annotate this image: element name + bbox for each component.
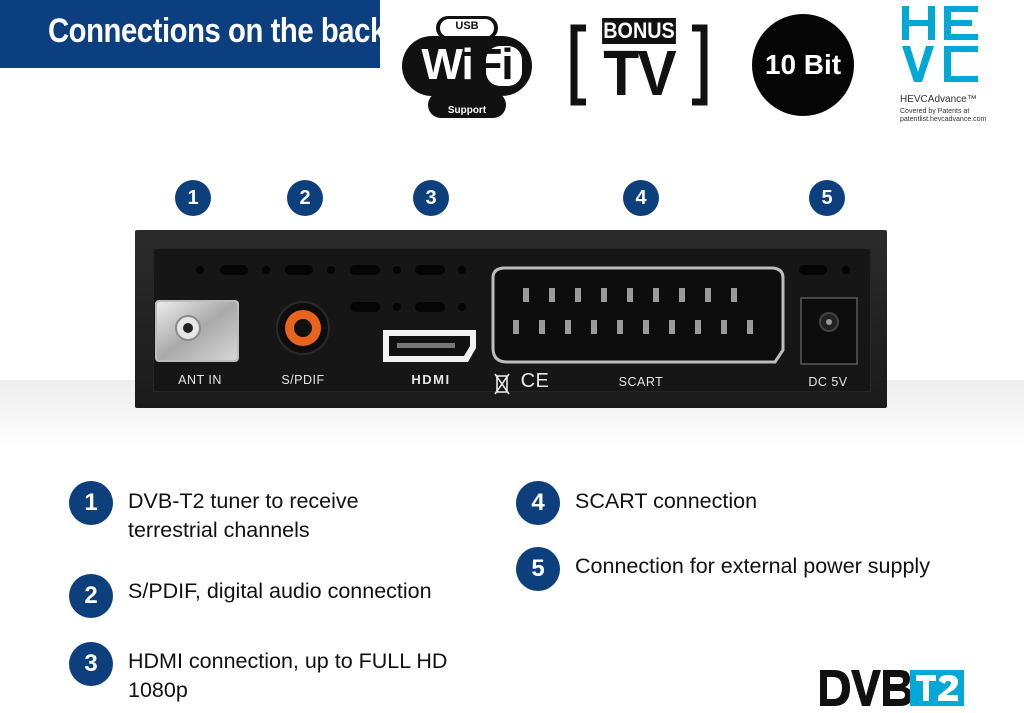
legend-badge: 4 bbox=[516, 481, 560, 525]
receiver-back-panel: ANT IN S/PDIF HDMI CE SCART DC 5V bbox=[135, 230, 887, 408]
legend-badge: 5 bbox=[516, 547, 560, 591]
legend-text-line1: SCART connection bbox=[575, 489, 758, 513]
wifi-logo-top-text: USB bbox=[455, 20, 479, 32]
bonus-tv-top-text: BONUS bbox=[602, 18, 676, 44]
port-label-hdmi: HDMI bbox=[411, 372, 451, 387]
legend-text-line1: Connection for external power supply bbox=[575, 554, 930, 578]
callout-badge-2: 2 bbox=[287, 180, 323, 216]
port-label-spdif: S/PDIF bbox=[281, 373, 325, 387]
legend-badge: 1 bbox=[69, 481, 113, 525]
spdif-connector-icon bbox=[276, 301, 330, 355]
ten-bit-text: 10 Bit bbox=[764, 49, 842, 80]
legend-text-line2: 1080p bbox=[128, 678, 188, 702]
hevc-advance-logo: HEVCAdvance™ Covered by Patents at paten… bbox=[900, 2, 1010, 132]
weee-bin-icon bbox=[494, 373, 510, 395]
bonus-tv-main-text: TV bbox=[603, 37, 676, 109]
usb-wifi-support-logo: USB Wi Fi Support bbox=[400, 14, 534, 118]
legend-text-line1: DVB-T2 tuner to receive bbox=[128, 489, 359, 513]
ant-in-connector-icon bbox=[155, 300, 239, 362]
hevc-emblem-icon bbox=[902, 6, 978, 82]
ce-mark: CE bbox=[520, 370, 550, 392]
legend-text: S/PDIF, digital audio connection bbox=[128, 577, 432, 606]
legend-text: HDMI connection, up to FULL HD 1080p bbox=[128, 647, 447, 705]
dc-power-connector-icon bbox=[800, 297, 858, 365]
port-label-scart: SCART bbox=[618, 375, 664, 389]
wifi-logo-word: Wi Fi bbox=[421, 40, 513, 89]
scart-connector-icon bbox=[491, 266, 785, 364]
port-label-ant-in: ANT IN bbox=[178, 373, 222, 387]
legend-badge: 3 bbox=[69, 642, 113, 686]
page-title: Connections on the back bbox=[48, 12, 386, 50]
legend-text: Connection for external power supply bbox=[575, 552, 930, 581]
bonus-tv-logo: BONUS TV bbox=[570, 14, 708, 106]
legend-text-line1: HDMI connection, up to FULL HD bbox=[128, 649, 448, 673]
legend-text: DVB-T2 tuner to receive terrestrial chan… bbox=[128, 487, 359, 545]
header-banner: Connections on the back bbox=[0, 0, 386, 68]
legend-text-line1: S/PDIF, digital audio connection bbox=[128, 579, 432, 603]
ten-bit-logo: 10 Bit bbox=[752, 14, 854, 116]
legend-text: SCART connection bbox=[575, 487, 757, 516]
port-label-dc-5v: DC 5V bbox=[808, 375, 848, 389]
hdmi-connector-icon bbox=[383, 330, 476, 362]
wifi-logo-bottom-text: Support bbox=[447, 105, 487, 116]
hevc-patent-note: Covered by Patents at patentlist.hevcadv… bbox=[900, 108, 987, 123]
callout-badge-4: 4 bbox=[623, 180, 659, 216]
legend-badge: 2 bbox=[69, 574, 113, 618]
callout-badge-1: 1 bbox=[175, 180, 211, 216]
callout-badge-5: 5 bbox=[809, 180, 845, 216]
callout-badge-3: 3 bbox=[413, 180, 449, 216]
hevc-brand-text: HEVCAdvance™ bbox=[900, 94, 977, 105]
legend-text-line2: terrestrial channels bbox=[128, 518, 310, 542]
dvb-t2-logo bbox=[820, 668, 964, 708]
